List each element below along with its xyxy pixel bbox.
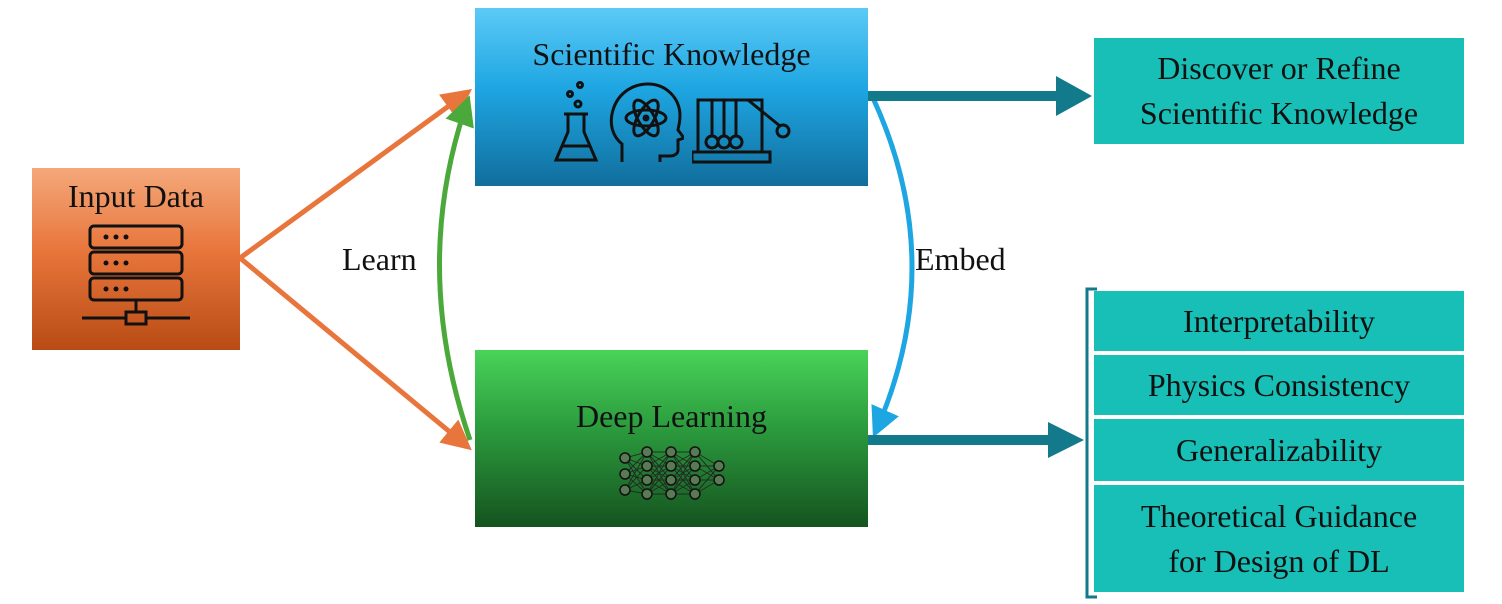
learn-arrow (437, 95, 474, 441)
outcomes-bracket (1085, 287, 1097, 599)
deep-learning-title: Deep Learning (575, 398, 767, 434)
learn-label: Learn (342, 241, 417, 277)
discover-refine-line-2: Scientific Knowledge (1139, 95, 1419, 131)
embed-label: Embed (915, 241, 1006, 277)
input-data-title: Input Data (68, 178, 204, 214)
interpretability-box: Interpretability (1094, 291, 1464, 351)
deep-learning-box: Deep Learning (475, 350, 868, 527)
knowledge-to-discover-arrowhead (1056, 76, 1092, 116)
theoretical-guidance-line-2: for Design of DL (1168, 542, 1390, 579)
scientific-knowledge-box: Scientific Knowledge (475, 8, 868, 186)
physics-consistency-label: Physics Consistency (1147, 366, 1411, 403)
input-to-dl-arrow (238, 256, 472, 451)
newtons-cradle-icon (691, 98, 790, 164)
atom-head-icon (609, 82, 684, 162)
neural-network-icon (618, 446, 725, 500)
theoretical-guidance-line-1: Theoretical Guidance (1140, 497, 1418, 534)
discover-refine-line-1: Discover or Refine (1157, 50, 1401, 87)
generalizability-label: Generalizability (1175, 431, 1383, 468)
flask-icon (553, 81, 598, 162)
physics-consistency-box: Physics Consistency (1094, 355, 1464, 415)
theoretical-guidance-box: Theoretical Guidance for Design of DL (1094, 485, 1464, 592)
input-data-box: Input Data (32, 168, 240, 350)
input-to-knowledge-arrow (238, 89, 473, 261)
discover-refine-box: Discover or Refine Scientific Knowledge (1094, 38, 1464, 144)
embed-arrow (870, 96, 915, 438)
scientific-knowledge-title: Scientific Knowledge (532, 36, 811, 72)
server-database-icon (82, 224, 190, 326)
interpretability-label: Interpretability (1183, 302, 1375, 339)
dl-to-outcomes-arrowhead (1048, 422, 1084, 458)
generalizability-box: Generalizability (1094, 419, 1464, 481)
